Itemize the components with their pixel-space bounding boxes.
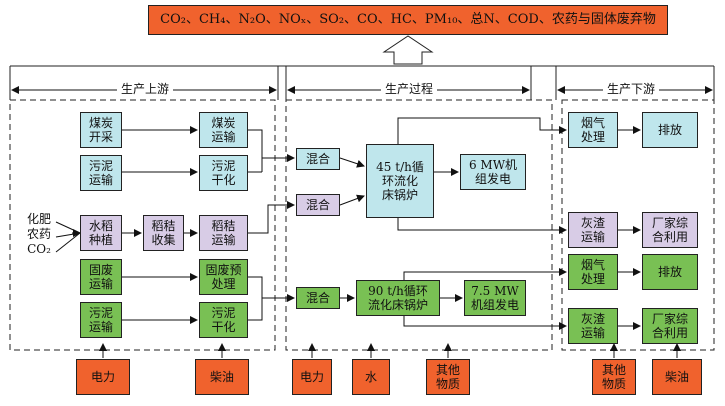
box-emission-2: 排放 (642, 254, 698, 290)
box-sludge-drying-2: 污泥 干化 (199, 302, 248, 338)
box-flue-treatment-2: 烟气 处理 (568, 254, 618, 290)
box-solid-waste-transport: 固废 运输 (80, 259, 122, 295)
upstream-frame (9, 99, 276, 351)
section-header-downstream: 生产下游 (603, 80, 660, 97)
box-mix-1: 混合 (296, 148, 340, 170)
section-header-process: 生产过程 (381, 80, 438, 97)
input-water: 水 (352, 359, 390, 395)
inputs-left-co2: CO₂ (27, 242, 51, 256)
inputs-left-pesticide: 农药 (26, 227, 51, 241)
section-header-upstream: 生产上游 (117, 80, 174, 97)
downstream-frame (561, 99, 715, 351)
box-rice-planting: 水稻 种植 (80, 215, 122, 251)
input-diesel-2: 柴油 (652, 359, 702, 395)
box-ash-transport-1: 灰渣 运输 (568, 212, 618, 248)
box-gen-7-5mw: 7.5 MW 机组发电 (464, 280, 526, 316)
box-straw-transport: 稻秸 运输 (199, 215, 248, 251)
box-sludge-transport: 污泥 运输 (80, 155, 122, 191)
box-boiler-90: 90 t/h循环 流化床锅炉 (356, 280, 440, 316)
box-flue-treatment-1: 烟气 处理 (568, 112, 618, 148)
input-power-2: 电力 (292, 359, 332, 395)
input-other-1: 其他 物质 (426, 359, 470, 395)
box-solid-waste-pretreat: 固废预 处理 (199, 259, 248, 295)
box-coal-transport: 煤炭 运输 (199, 112, 248, 148)
box-reuse-2: 厂家综 合利用 (642, 308, 698, 344)
box-sludge-transport-2: 污泥 运输 (80, 302, 122, 338)
inputs-left-fertilizer: 化肥 (26, 212, 51, 226)
input-power-1: 电力 (76, 359, 130, 395)
process-frame (285, 99, 553, 351)
box-straw-collect: 稻秸 收集 (143, 215, 184, 251)
input-diesel-1: 柴油 (195, 359, 249, 395)
box-boiler-45: 45 t/h循 环流化 床锅炉 (366, 144, 434, 218)
box-sludge-drying: 污泥 干化 (199, 155, 248, 191)
box-mix-2: 混合 (296, 194, 340, 216)
box-coal-mining: 煤炭 开采 (80, 112, 122, 148)
box-emission-1: 排放 (642, 112, 698, 148)
header-bracket (9, 65, 715, 100)
box-reuse-1: 厂家综 合利用 (642, 212, 698, 248)
box-mix-3: 混合 (296, 287, 340, 309)
box-ash-transport-2: 灰渣 运输 (568, 308, 618, 344)
emission-up-arrow (382, 35, 434, 65)
box-gen-6mw: 6 MW机 组发电 (460, 154, 526, 190)
emissions-banner: CO₂、CH₄、N₂O、NOₓ、SO₂、CO、HC、PM₁₀、总N、COD、农药… (148, 5, 668, 35)
input-other-2: 其他 物质 (592, 359, 636, 395)
